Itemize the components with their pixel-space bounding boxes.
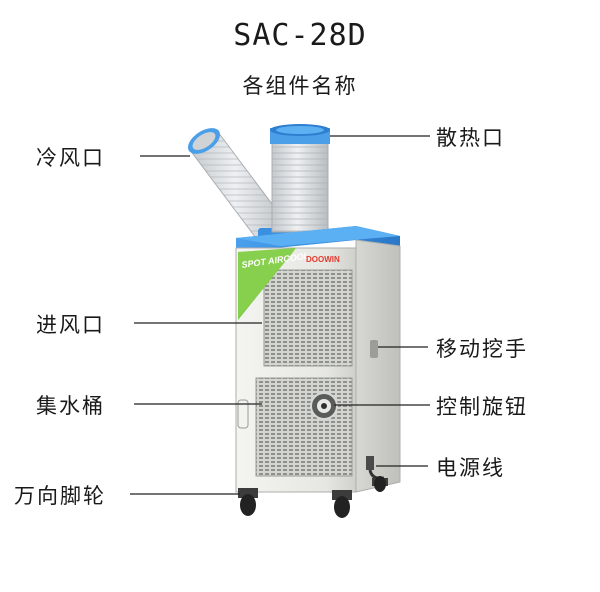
top-cover	[236, 226, 400, 252]
label-control-knob: 控制旋钮	[436, 395, 528, 419]
water-tank-window	[237, 399, 249, 429]
brand-logo: DOOWIN	[306, 255, 340, 264]
label-power-cord: 电源线	[436, 456, 505, 480]
upper-grille	[263, 269, 353, 367]
label-cold-air-outlet: 冷风口	[36, 146, 105, 170]
leader-lines	[130, 135, 430, 495]
model-title: SAC-28D	[233, 18, 367, 53]
label-carry-handle: 移动挖手	[436, 337, 528, 361]
label-heat-exhaust: 散热口	[436, 126, 505, 150]
control-knob[interactable]	[310, 392, 338, 420]
casters	[238, 476, 388, 518]
lower-grille	[255, 377, 353, 477]
label-casters: 万向脚轮	[14, 484, 106, 508]
heat-exhaust-hose	[270, 124, 330, 233]
label-air-inlet: 进风口	[36, 313, 105, 337]
side-panel	[355, 239, 401, 493]
diagram-subtitle: 各组件名称	[242, 74, 358, 98]
label-water-tank: 集水桶	[36, 394, 105, 418]
carry-handle[interactable]	[370, 340, 378, 358]
